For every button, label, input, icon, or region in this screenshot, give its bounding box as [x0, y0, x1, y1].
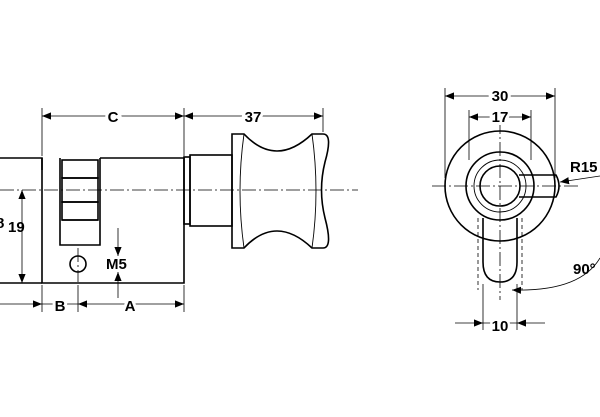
dim-r15-leader — [559, 175, 600, 185]
dim-17-label: 17 — [492, 109, 509, 126]
dim-37-label: 37 — [245, 109, 262, 126]
knob-inner-right — [311, 133, 317, 249]
dim-angle-arc — [511, 257, 600, 294]
front-view — [432, 120, 580, 300]
lever-hidden-lines — [477, 218, 523, 290]
dim-c-label: C — [108, 109, 119, 126]
dim-10-label: 10 — [492, 318, 509, 335]
dim-m5-label: M5 — [106, 256, 127, 273]
dim-partial-label: 8 — [0, 215, 4, 232]
thumb-knob — [231, 133, 330, 249]
dim-b-label: B — [55, 298, 66, 315]
side-view — [0, 133, 358, 284]
front-view-dimensions: 30 17 R15 10 90° — [444, 85, 600, 337]
side-view-dimensions: C 37 19 8 M5 B A — [0, 106, 324, 318]
dim-19-label: 19 — [8, 219, 25, 236]
turn-lever — [482, 218, 518, 283]
shaft-collar — [183, 156, 191, 225]
dim-30-label: 30 — [492, 88, 509, 105]
knob-inner-left — [239, 133, 245, 249]
cam-slot-outline — [41, 158, 101, 246]
dim-r15-label: R15 — [570, 159, 598, 176]
dim-a-label: A — [125, 298, 136, 315]
cylinder-body-outline — [0, 157, 185, 284]
cam-segment-1 — [61, 159, 99, 179]
cam-segment-3 — [61, 201, 99, 221]
shaft — [189, 154, 233, 227]
dim-angle-label: 90° — [573, 261, 596, 278]
